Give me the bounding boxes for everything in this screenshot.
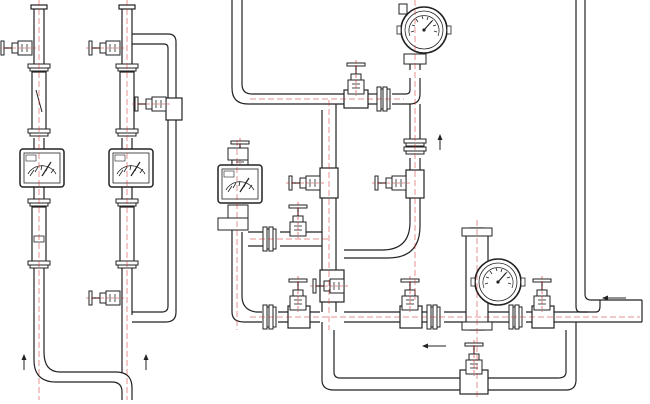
main-valves [230,59,552,377]
gauge-lower [461,220,526,400]
square-meter-right-section [217,140,263,330]
flow-arrow-left [21,353,27,371]
gauge-top [396,0,452,300]
flow-arrow-riser [437,133,443,151]
flow-arrow-bottom [421,343,447,349]
flow-arrow-right-column [143,353,149,371]
column-a-valve [0,40,37,56]
main-piping [231,0,643,391]
main-centerlines [250,98,640,330]
main-tees [287,89,555,395]
column-a-square-meter [19,148,65,188]
column-b-square-meter [108,148,154,188]
column-b-piping [118,4,183,372]
